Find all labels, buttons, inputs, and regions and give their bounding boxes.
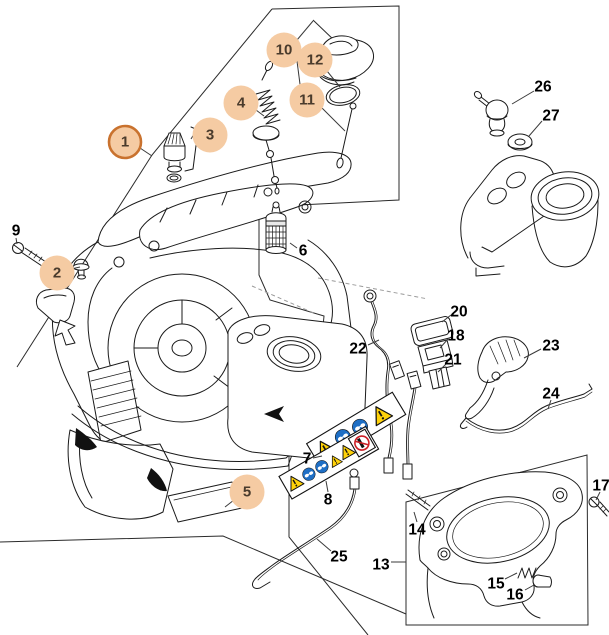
switch-cover [410,316,454,346]
svg-text:20: 20 [450,304,467,321]
callout-12[interactable]: 12 [297,42,341,88]
svg-text:24: 24 [542,386,560,403]
spring [517,567,537,579]
svg-text:7: 7 [303,451,312,468]
blower-housing [35,151,368,523]
callout-4[interactable]: 4 [223,85,265,121]
svg-text:22: 22 [349,341,366,358]
svg-text:9: 9 [12,223,21,240]
callout-16: 16 [506,584,535,604]
throttle-rod [460,383,593,434]
svg-text:1: 1 [121,134,129,151]
callout-6: 6 [289,243,308,260]
screw-17 [588,496,609,517]
svg-text:18: 18 [447,328,465,345]
latch [35,287,75,324]
callout-17: 17 [592,478,609,501]
svg-text:17: 17 [592,478,609,495]
svg-text:15: 15 [487,576,505,593]
callout-10[interactable]: 10 [266,20,314,93]
svg-text:5: 5 [243,484,251,501]
svg-text:26: 26 [534,79,552,96]
vent-valve [163,126,199,183]
tank-elbow [460,91,600,277]
svg-text:11: 11 [299,92,315,109]
svg-text:16: 16 [506,587,524,604]
throttle-trigger [465,336,529,420]
prohibition-pictogram [347,428,377,458]
callout-25: 25 [316,538,348,566]
svg-text:2: 2 [53,265,61,282]
callout-2[interactable]: 2 [39,255,81,291]
callout-7: 7 [303,451,323,468]
callout-14: 14 [408,511,426,539]
svg-text:27: 27 [542,108,559,125]
vent-valve-26 [473,91,509,137]
svg-text:13: 13 [372,557,390,574]
svg-text:4: 4 [237,95,246,112]
svg-text:12: 12 [307,52,324,69]
callout-18: 18 [439,328,465,349]
callout-13: 13 [372,557,406,574]
svg-text:10: 10 [276,42,293,59]
svg-text:3: 3 [206,127,214,144]
callout-20: 20 [441,304,468,323]
latch-arrow-icon [54,319,76,346]
handle-detail-box [405,454,589,626]
callout-27: 27 [528,108,560,137]
connector [428,366,451,390]
callout-22: 22 [349,339,380,358]
plug-16 [532,574,552,588]
fuel-filter [265,201,287,254]
callout-11[interactable]: 11 [289,82,346,132]
callout-8: 8 [324,480,333,509]
tank-vent [252,60,281,195]
callout-3[interactable]: 3 [190,117,228,153]
callout-21: 21 [437,352,462,373]
switch-group [389,316,454,390]
callout-9: 9 [12,223,21,245]
svg-text:8: 8 [324,492,333,509]
svg-text:21: 21 [444,352,462,369]
svg-text:25: 25 [330,549,348,566]
handle-housing [405,471,609,619]
washer-27 [507,133,533,151]
wire-25 [252,468,360,589]
callout-15: 15 [487,572,518,593]
cap-o-ring [325,84,361,106]
callout-23: 23 [523,338,560,359]
callout-5[interactable]: 5 [224,474,265,510]
callout-1[interactable]: 1 [107,124,153,160]
callout-26: 26 [511,79,552,105]
callout-24: 24 [542,386,560,410]
safety-label-8 [278,425,380,500]
fuel-cap-assembly [313,35,375,169]
svg-text:23: 23 [542,338,560,355]
direction-arrow-icon [264,406,284,422]
svg-text:14: 14 [408,522,426,539]
svg-text:6: 6 [299,243,308,260]
